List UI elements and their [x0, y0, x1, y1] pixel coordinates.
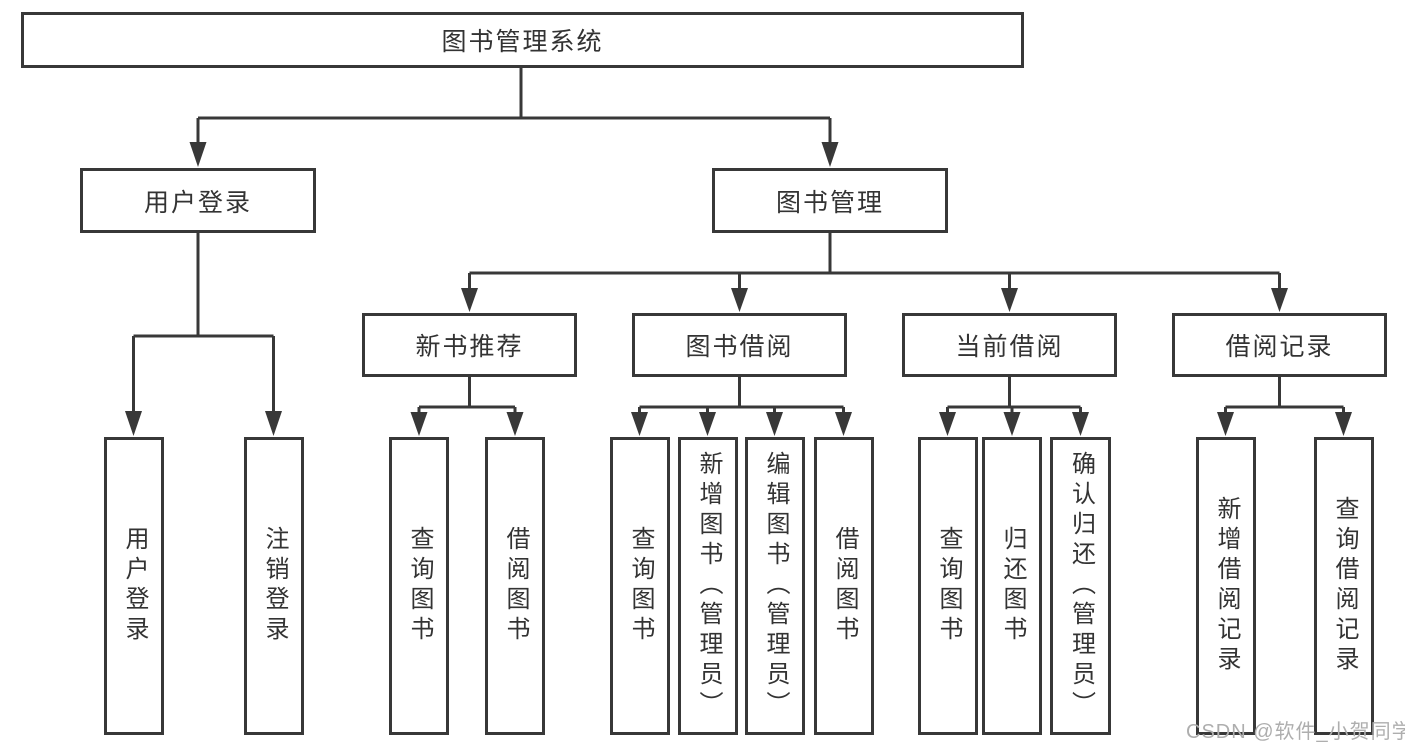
node-borrowing-records: 借阅记录 — [1172, 313, 1387, 377]
node-logout-leaf-label: 注销登录 — [261, 526, 288, 646]
node-book-borrowing-label: 图书借阅 — [685, 333, 794, 361]
node-add-borrow-record: 新增借阅记录 — [1196, 437, 1256, 735]
node-current-search-books-label: 查询图书 — [935, 526, 962, 646]
arrowhead-current-search-leaf — [939, 412, 956, 436]
node-borrow-search-books-label: 查询图书 — [627, 526, 654, 646]
node-logout-leaf: 注销登录 — [244, 437, 304, 735]
connector-user-login-to-leaves — [132, 233, 275, 414]
arrowhead-search-record-leaf — [1335, 412, 1352, 436]
node-confirm-return-admin: 确认归还（管理员） — [1050, 437, 1111, 735]
connector-borrowing-records-to-leaves — [1224, 377, 1345, 414]
node-recommend-search-books-label: 查询图书 — [406, 526, 433, 646]
arrowhead-recommend-search-leaf — [410, 412, 428, 436]
node-library-system-label: 图书管理系统 — [441, 28, 604, 56]
node-confirm-return-admin-label: 确认归还（管理员） — [1067, 451, 1095, 721]
arrowhead-login-leaf — [125, 411, 142, 436]
connector-new-book-to-leaves — [417, 377, 517, 414]
node-borrow-borrow-books: 借阅图书 — [814, 437, 874, 735]
node-add-borrow-record-label: 新增借阅记录 — [1213, 496, 1240, 676]
node-library-system: 图书管理系统 — [21, 12, 1024, 68]
node-new-book-recommendation: 新书推荐 — [362, 313, 577, 377]
node-book-borrowing: 图书借阅 — [632, 313, 847, 377]
node-current-borrowing-label: 当前借阅 — [955, 333, 1064, 361]
node-edit-books-admin-label: 编辑图书（管理员） — [762, 451, 789, 721]
node-new-book-recommendation-label: 新书推荐 — [415, 333, 524, 361]
arrowhead-borrow-book-leaf — [835, 412, 852, 436]
node-borrow-borrow-books-label: 借阅图书 — [831, 526, 858, 646]
node-current-borrowing: 当前借阅 — [902, 313, 1117, 377]
node-borrow-search-books: 查询图书 — [610, 437, 670, 735]
node-user-login: 用户登录 — [80, 168, 316, 233]
arrowhead-recommend-borrow-leaf — [506, 412, 524, 436]
connector-book-management-to-level3 — [468, 233, 1281, 291]
node-recommend-borrow-books: 借阅图书 — [485, 437, 545, 735]
arrowhead-current-borrowing-node — [1001, 288, 1018, 312]
arrowhead-add-book-leaf — [699, 412, 716, 436]
arrowhead-new-book-node — [461, 288, 478, 312]
arrowhead-book-borrowing-node — [731, 288, 748, 312]
node-user-login-label: 用户登录 — [143, 188, 252, 217]
node-search-borrow-record-label: 查询借阅记录 — [1331, 496, 1358, 676]
node-book-management-label: 图书管理 — [775, 188, 884, 217]
arrowhead-borrow-search-leaf — [631, 412, 648, 436]
node-current-search-books: 查询图书 — [918, 437, 978, 735]
arrowhead-logout-leaf — [265, 411, 282, 436]
node-search-borrow-record: 查询借阅记录 — [1314, 437, 1374, 735]
node-login-leaf-label: 用户登录 — [121, 526, 148, 646]
connector-book-borrowing-to-leaves — [638, 377, 845, 414]
node-recommend-borrow-books-label: 借阅图书 — [502, 526, 529, 646]
arrowhead-confirm-return-leaf — [1072, 412, 1089, 436]
arrowhead-edit-book-leaf — [766, 412, 783, 436]
connector-root-to-level2 — [196, 67, 832, 146]
node-return-books: 归还图书 — [982, 437, 1042, 735]
node-return-books-label: 归还图书 — [999, 526, 1026, 646]
node-add-books-admin-label: 新增图书（管理员） — [695, 451, 722, 721]
connector-current-borrowing-to-leaves — [946, 377, 1082, 414]
node-borrowing-records-label: 借阅记录 — [1225, 333, 1334, 361]
arrowhead-return-book-leaf — [1003, 412, 1021, 436]
arrowhead-book-management-branch — [821, 142, 839, 167]
arrowhead-user-login-branch — [189, 142, 207, 167]
node-recommend-search-books: 查询图书 — [389, 437, 449, 735]
arrowhead-borrowing-records-node — [1271, 288, 1288, 312]
node-edit-books-admin: 编辑图书（管理员） — [745, 437, 805, 735]
node-add-books-admin: 新增图书（管理员） — [678, 437, 738, 735]
node-book-management: 图书管理 — [712, 168, 948, 233]
watermark: CSDN @软件_小贺同学 — [1186, 721, 1405, 743]
node-login-leaf: 用户登录 — [104, 437, 164, 735]
arrowhead-add-record-leaf — [1217, 412, 1234, 436]
